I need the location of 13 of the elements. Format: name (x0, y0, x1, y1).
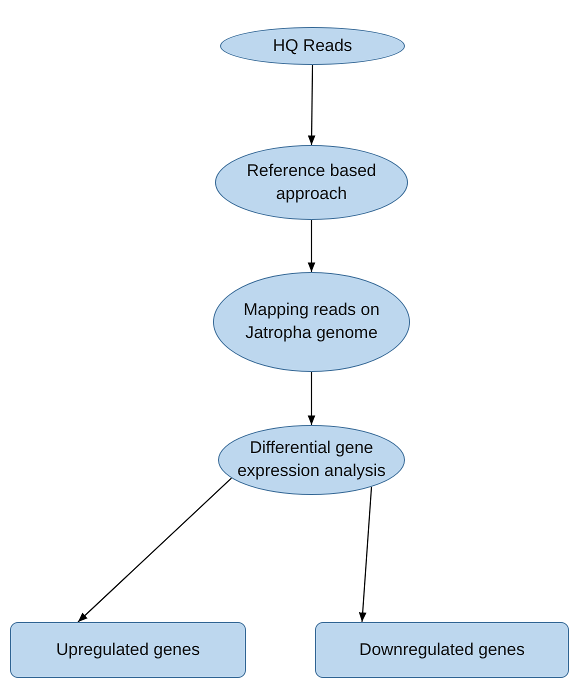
arrow (358, 486, 372, 622)
node-label: Differential gene expression analysis (236, 437, 387, 482)
node-label: Mapping reads on Jatropha genome (242, 299, 381, 344)
arrow (308, 65, 316, 145)
arrow (308, 372, 316, 425)
node-label: HQ Reads (272, 34, 354, 57)
arrow (78, 478, 232, 622)
node-label: Downregulated genes (358, 638, 526, 661)
result-box (10, 622, 246, 678)
node-label: Reference based approach (246, 160, 378, 204)
arrow (308, 220, 316, 272)
result-box (315, 622, 569, 678)
node-label: Upregulated genes (55, 638, 201, 661)
